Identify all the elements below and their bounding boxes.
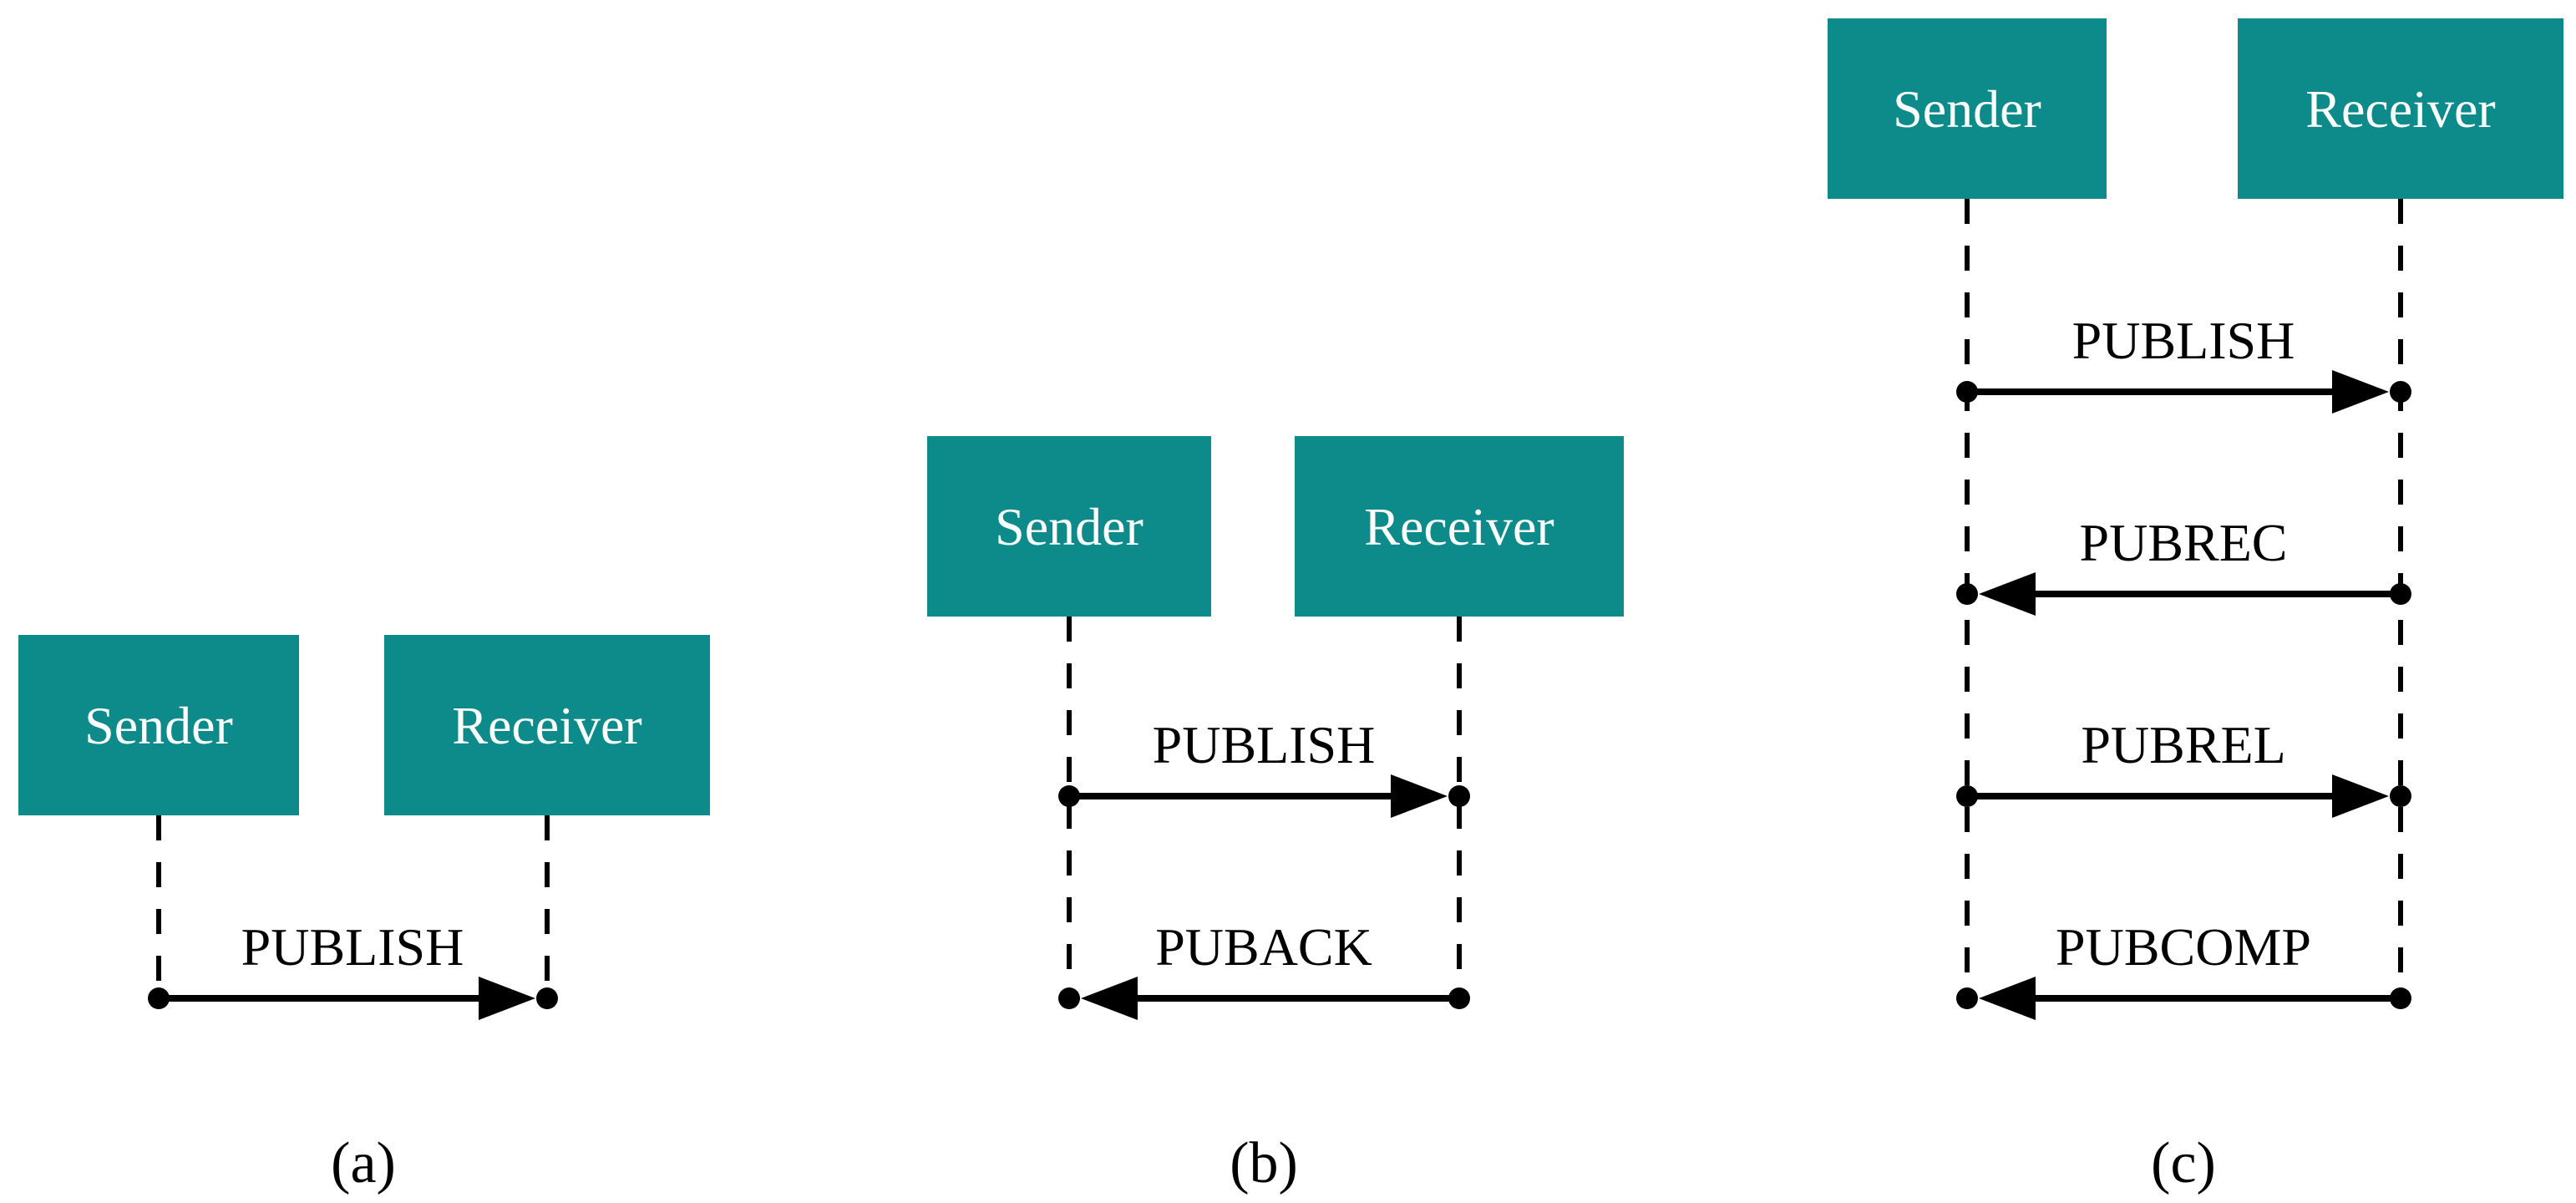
sender-box xyxy=(927,436,1211,617)
message-end-dot xyxy=(1956,583,1978,605)
message-label: PUBREC xyxy=(2080,513,2288,572)
message-start-dot xyxy=(1956,381,1978,403)
message-start-dot xyxy=(1956,785,1978,807)
sender-label: Sender xyxy=(1893,79,2041,139)
receiver-label: Receiver xyxy=(2305,79,2495,139)
arrowhead-left-icon xyxy=(1979,572,2036,616)
message-start-dot xyxy=(1058,785,1080,807)
message-end-dot xyxy=(536,987,558,1009)
message-label: PUBLISH xyxy=(241,917,464,977)
sender-label: Sender xyxy=(84,696,233,755)
caption: (c) xyxy=(2151,1131,2216,1195)
message-label: PUBACK xyxy=(1155,917,1372,977)
arrowhead-right-icon xyxy=(2332,370,2389,414)
receiver-box xyxy=(2238,18,2563,199)
arrowhead-right-icon xyxy=(479,977,535,1020)
message-start-dot xyxy=(2390,583,2411,605)
diagram-c: Sender Receiver PUBLISH PUBREC PUBREL PU… xyxy=(1828,18,2563,1195)
sender-label: Sender xyxy=(995,497,1143,556)
message-label: PUBCOMP xyxy=(2056,917,2311,977)
sender-box xyxy=(18,635,299,815)
receiver-box xyxy=(384,635,710,815)
arrowhead-right-icon xyxy=(2332,774,2389,818)
sender-box xyxy=(1828,18,2107,199)
message-end-dot xyxy=(2390,381,2411,403)
receiver-label: Receiver xyxy=(452,696,641,755)
message-start-dot xyxy=(148,987,170,1009)
message-end-dot xyxy=(2390,785,2411,807)
message-end-dot xyxy=(1058,987,1080,1009)
caption: (b) xyxy=(1230,1131,1298,1195)
diagram-a: Sender Receiver PUBLISH (a) xyxy=(18,635,710,1195)
arrowhead-left-icon xyxy=(1979,977,2036,1020)
arrowhead-left-icon xyxy=(1081,977,1138,1020)
message-label: PUBLISH xyxy=(1153,715,1376,774)
message-end-dot xyxy=(1448,785,1470,807)
receiver-label: Receiver xyxy=(1364,497,1554,556)
message-start-dot xyxy=(2390,987,2411,1009)
caption: (a) xyxy=(331,1131,396,1195)
diagram-b: Sender Receiver PUBLISH PUBACK (b) xyxy=(927,436,1624,1195)
receiver-box xyxy=(1295,436,1624,617)
message-start-dot xyxy=(1448,987,1470,1009)
message-label: PUBREL xyxy=(2081,715,2285,774)
message-end-dot xyxy=(1956,987,1978,1009)
arrowhead-right-icon xyxy=(1391,774,1448,818)
message-label: PUBLISH xyxy=(2072,311,2295,370)
